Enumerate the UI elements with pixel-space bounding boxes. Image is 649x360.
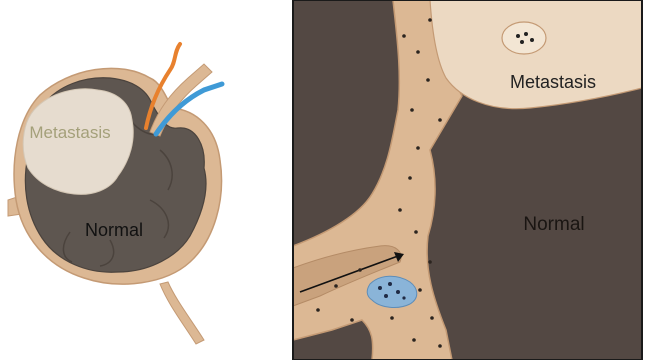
left-normal-label: Normal: [85, 220, 143, 240]
right-panel: Metastasis Normal: [293, 0, 642, 360]
left-panel: Metastasis Normal: [8, 44, 222, 344]
efferent-vessel: [160, 282, 204, 344]
right-metastasis-region: [430, 0, 642, 109]
right-normal-label: Normal: [523, 214, 584, 235]
left-metastasis-label: Metastasis: [29, 123, 110, 142]
right-metastasis-label: Metastasis: [510, 72, 596, 92]
follicle: [502, 22, 546, 54]
